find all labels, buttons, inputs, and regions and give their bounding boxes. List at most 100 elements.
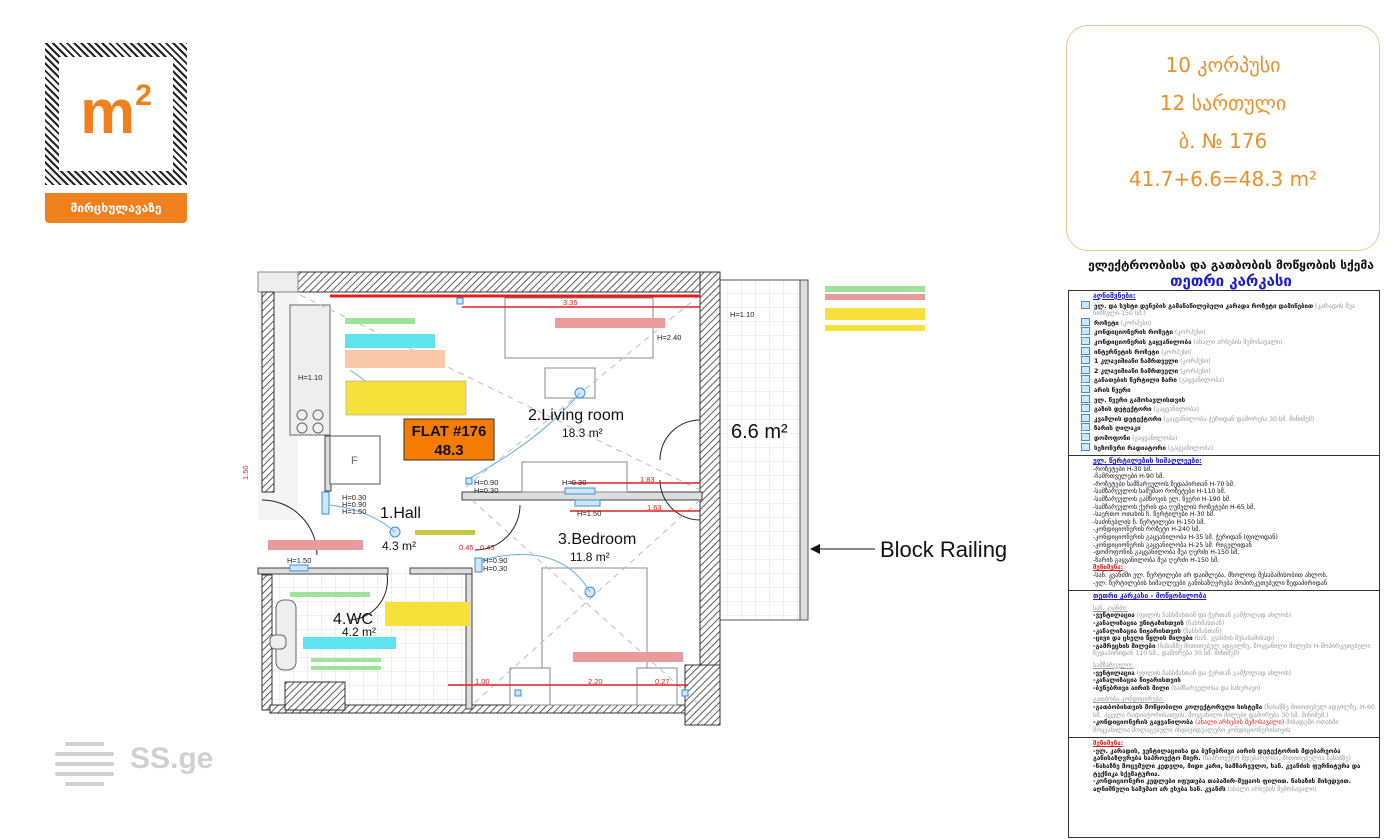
plan-label: H=0.90 — [474, 478, 498, 487]
kitchen-cabinet — [289, 304, 331, 436]
wall-top-left — [257, 271, 299, 293]
legend-item: -ვენტილაცია (ფილის ჩასხმასთან და ჭერთან … — [1093, 612, 1375, 620]
legend-item: -კონდიციონერის გაყვანილობა H-35 სმ. ჭერი… — [1093, 534, 1278, 542]
plan-shape — [345, 318, 415, 324]
legend-symbol-icon — [1081, 336, 1090, 345]
column-bottom-right — [684, 664, 721, 726]
plan-shape — [329, 504, 396, 533]
legend-item: -ნახაზზე მოცემული კედელი, მიდი კარი, სამ… — [1093, 763, 1375, 778]
legend-item: -სამზარეულოს ქურის და ღუმელის როზეტები H… — [1093, 503, 1256, 511]
legend-item-text: 1 კლავიშიანი ჩამრთველი — [1094, 358, 1179, 366]
nightstand — [636, 667, 678, 706]
plan-label: 1.83 — [640, 475, 655, 484]
plan-label: H=0.90 — [483, 556, 507, 565]
plan-label: H=1.50 — [577, 509, 601, 518]
legend-item-note: (ჩასხმასთან) — [1185, 619, 1225, 627]
legend-item-text: ელ. წვერი გამოსავლისთვის — [1094, 396, 1186, 404]
legend-item-text: არის წვერი — [1094, 386, 1131, 394]
stove-burner — [312, 422, 324, 434]
wall-left-upper — [261, 291, 275, 493]
plan-shape — [345, 350, 445, 368]
room-name-bedroom: 3.Bedroom — [558, 531, 636, 548]
legend-item-text: -გამრეცხის მილები — [1093, 642, 1156, 650]
plan-label: 1.63 — [647, 503, 662, 512]
legend-item-note: (კორპუსი) — [1161, 348, 1192, 356]
legend-item-note: (გაყვანილობა) — [1167, 444, 1214, 452]
legend-item: -ბუნებრივი აირის მილი (სამზარეულოსა და ს… — [1093, 685, 1375, 693]
legend-item-note: (კორპუსი) — [1180, 367, 1211, 375]
plan-shape — [303, 637, 396, 649]
legend-item-text: -ბუნებრივი აირის მილი — [1093, 684, 1170, 692]
legend-item: -დომოფონის გაყვანილობა შუა ღერძი H-150 ს… — [1093, 549, 1240, 557]
plan-shape — [825, 325, 925, 331]
flat-number-label: ბ. № 176 — [1178, 129, 1268, 153]
area-formula: 41.7+6.6=48.3 m² — [1128, 167, 1318, 191]
socket-icon — [564, 487, 596, 495]
plan-label: H=0.30 — [342, 493, 366, 502]
plan-shape — [471, 499, 701, 706]
stove-burner — [312, 409, 324, 421]
stove-burner — [296, 409, 308, 421]
legend-section: შენიშვნა:-ელ. კარადის, ვენტილაციისა და ბ… — [1069, 738, 1379, 796]
dimension-labels: 3.35 1.83 1.63 1.00 2.20 0.27 0.45 0.45 … — [241, 298, 670, 686]
room-name-living: 2.Living room — [528, 407, 624, 424]
legend-symbol-icon — [1081, 423, 1090, 432]
balcony-railing — [799, 279, 809, 621]
arrow-head-icon — [810, 544, 820, 554]
legend-item-text: -გათბობისთვის მოწყობილი კოლექტორული სისტ… — [1093, 703, 1263, 711]
plan-shape — [55, 742, 114, 786]
legend-symbol-icon — [1081, 346, 1090, 355]
plan-label: 1.50 — [241, 465, 250, 480]
legend-item: არის წვერი — [1081, 384, 1375, 395]
legend-symbol-icon — [1081, 413, 1090, 422]
plan-shape — [573, 652, 683, 662]
legend-item: -ელ. კარადის, ვენტილაციისა და ბუნებრივი … — [1093, 748, 1375, 763]
room-area-wc: 4.2 m² — [342, 625, 376, 639]
plan-label: H=2.40 — [657, 333, 681, 342]
legend-item-note: (კარადის შუა ნიშნული-150 სმ.) — [1093, 302, 1355, 318]
legend-item-text: ზარის ღილაკი — [1094, 425, 1141, 433]
legend-warning: -სან. კვანძში ელ. წერტილები არ დაიშლება,… — [1093, 572, 1328, 579]
legend-item-note: (ფილის ჩასხმასთან და ჭერთან გამჭოლად ახლ… — [1136, 669, 1292, 677]
room-area-bedroom: 11.8 m² — [570, 550, 610, 564]
plan-shape — [415, 530, 475, 535]
plan-shape — [825, 286, 925, 292]
plan-label: 0.27 — [655, 677, 670, 686]
legend-item: ელ. წვერი გამოსავლისთვის — [1081, 394, 1375, 405]
legend-item-text: -ვენტილაცია — [1093, 669, 1135, 677]
toilet — [269, 634, 287, 650]
legend-item: -ცივი და ცხელი წყლის მილები (სან. კვანძი… — [1093, 635, 1375, 643]
legend-item-text: გაზის დეტექტორი — [1094, 406, 1152, 414]
plan-shape — [471, 499, 701, 706]
switch-icon — [474, 557, 483, 573]
room-name-wc: 4.WC — [333, 611, 373, 628]
wall-hall-wc-1 — [257, 567, 389, 575]
legend-item-note: (ახალი არხების შემოსავალი) — [1193, 338, 1283, 346]
legend-item-text: -კანალიზაცია ნიჟარისთვის — [1093, 677, 1181, 685]
plan-shape — [385, 602, 470, 626]
socket-icon — [514, 689, 522, 697]
legend-item-text: -ვენტილაცია — [1093, 612, 1135, 620]
legend-item: ზარის ღილაკი — [1081, 423, 1375, 433]
legend-heading: ელ. წერტილების სიმაღლეები: — [1093, 457, 1202, 466]
legend-item: -კონდიციონერი კედლები იფუთება თაბაშირ-მუ… — [1093, 778, 1375, 793]
legend-item-text: დომოფონი — [1094, 434, 1131, 442]
legend-symbol-icon — [1081, 327, 1090, 336]
legend-item-text: -ელ. კარადის, ვენტილაციისა და ბუნებრივი … — [1093, 747, 1341, 763]
plan-label: H=1.50 — [342, 507, 366, 516]
legend-item: -კანალიზაცია უნიტაზისთვის (ჩასხმასთან) — [1093, 620, 1375, 628]
legend-symbol-icon — [1081, 404, 1090, 413]
logo: m2 მირცხულავაზე — [45, 43, 187, 223]
legend-item: გაზის დეტექტორი (გაყვანილობა) — [1081, 404, 1375, 414]
plan-shape — [469, 392, 581, 479]
legend-group-title: სამზარეულო: — [1093, 661, 1134, 669]
legend-symbol-icon — [1081, 432, 1090, 441]
plan-label: H=0.30 — [562, 478, 586, 487]
plan-shape — [481, 554, 591, 593]
plan-label: H=1.50 — [287, 556, 311, 565]
legend-item: -სამზარეულოს სამუშაო როზეტები H-110 სმ. — [1093, 488, 1226, 496]
plan-shape — [825, 308, 925, 320]
watermark: SS.ge — [52, 738, 242, 788]
plan-shape — [268, 540, 363, 550]
